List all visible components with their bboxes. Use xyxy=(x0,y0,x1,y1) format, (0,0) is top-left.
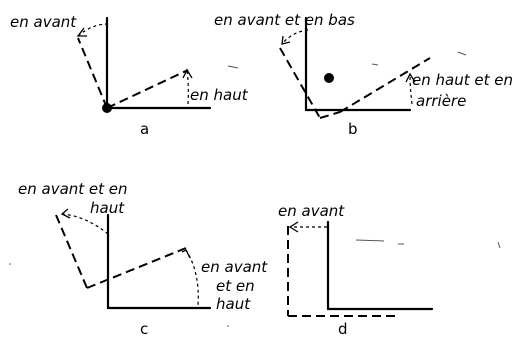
panel-a-forward-segment xyxy=(77,37,108,109)
panel-a-caption: a xyxy=(140,120,149,138)
panel-b-forward-arrowhead xyxy=(281,35,291,45)
panel-b-dot xyxy=(324,73,334,83)
panel-b-label-up-back-line2: arrière xyxy=(416,92,466,110)
panel-d: en avant d xyxy=(278,202,434,338)
panel-b-caption: b xyxy=(348,120,358,138)
panel-c-forward-up-segment xyxy=(55,214,88,289)
panel-a-pivot-dot xyxy=(102,103,112,113)
panel-a-up-arc xyxy=(186,69,189,105)
panel-b-label-forward-down: en avant et en bas xyxy=(214,11,355,29)
panel-c-caption: c xyxy=(140,320,148,338)
panel-b: en avant et en bas en haut et en arrière… xyxy=(214,11,513,138)
panel-d-label-forward: en avant xyxy=(278,202,345,220)
panel-c-label-right-line1: en avant xyxy=(201,258,268,276)
scan-specks xyxy=(9,51,501,327)
panel-c: en avant et en haut en avant et en haut … xyxy=(18,180,268,338)
panel-c-right-arrowhead xyxy=(181,249,191,259)
panel-c-forward-arc xyxy=(61,213,109,235)
panel-d-forward-arrowhead xyxy=(288,221,299,233)
panel-d-caption: d xyxy=(338,320,348,338)
panel-b-base-segment xyxy=(319,111,341,119)
panel-b-forward-down-segment xyxy=(279,47,321,119)
panel-c-right-segment xyxy=(86,247,187,289)
panel-a-label-up: en haut xyxy=(190,86,249,104)
panel-b-label-up-back-line1: en haut et en xyxy=(412,71,513,89)
panel-a-forward-arc xyxy=(77,23,109,37)
panel-a: en avant en haut a xyxy=(10,13,249,138)
panel-c-label-forward-up-line2: haut xyxy=(90,199,125,217)
panel-a-up-segment xyxy=(106,69,189,109)
panel-c-label-right-line2: et en xyxy=(216,277,255,295)
panel-b-up-arc xyxy=(409,73,413,105)
panel-b-up-back-segment xyxy=(339,57,431,113)
panel-c-label-forward-up-line1: en avant et en xyxy=(18,180,128,198)
panel-a-up-arrowhead xyxy=(182,68,193,79)
panel-c-forward-arrowhead xyxy=(60,208,71,219)
panel-a-label-forward: en avant xyxy=(10,13,77,31)
panel-c-label-right-line3: haut xyxy=(216,295,251,313)
panel-c-right-arc xyxy=(185,249,199,306)
panel-a-forward-arrowhead xyxy=(76,27,87,37)
panel-b-up-arrowhead xyxy=(405,72,416,83)
panel-b-forward-arc xyxy=(281,29,309,45)
